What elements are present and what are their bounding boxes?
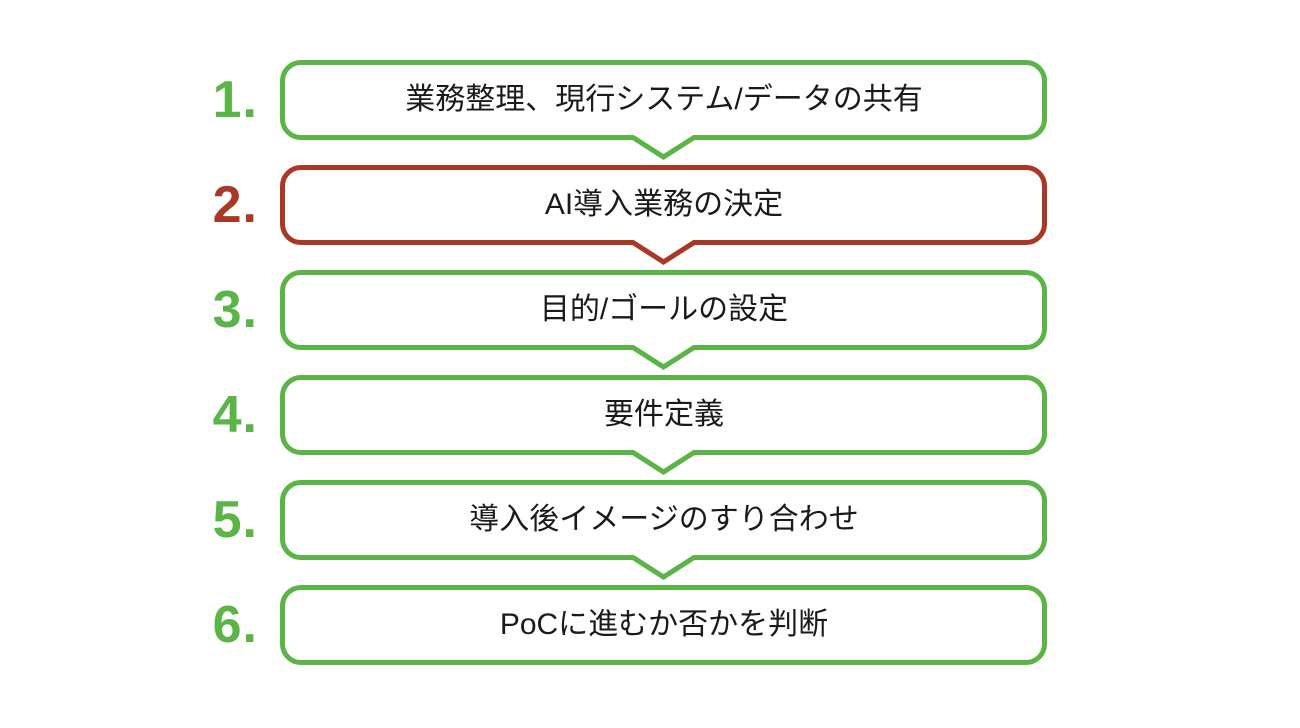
step-row-4: 4. 要件定義 xyxy=(0,375,1300,475)
step-number-1: 1. xyxy=(212,71,258,129)
step-box-with-arrow-icon xyxy=(280,375,1047,475)
step-box-with-arrow-icon xyxy=(280,480,1047,580)
step-number-5: 5. xyxy=(212,491,258,549)
step-row-2: 2. AI導入業務の決定 xyxy=(0,165,1300,265)
step-label-6: PoCに進むか否かを判断 xyxy=(499,608,829,641)
step-box-with-arrow-icon xyxy=(280,60,1047,160)
step-box-icon xyxy=(280,585,1047,665)
step-number-2: 2. xyxy=(212,176,258,234)
step-number-4: 4. xyxy=(212,386,258,444)
step-label-4: 要件定義 xyxy=(604,398,724,431)
step-row-3: 3. 目的/ゴールの設定 xyxy=(0,270,1300,370)
step-label-1: 業務整理、現行システム/データの共有 xyxy=(405,83,923,116)
step-row-1: 1. 業務整理、現行システム/データの共有 xyxy=(0,60,1300,160)
step-row-6: 6. PoCに進むか否かを判断 xyxy=(0,585,1300,685)
step-number-3: 3. xyxy=(212,281,258,339)
step-number-6: 6. xyxy=(212,596,258,654)
step-row-5: 5. 導入後イメージのすり合わせ xyxy=(0,480,1300,580)
step-label-3: 目的/ゴールの設定 xyxy=(539,293,789,326)
step-box-with-arrow-icon xyxy=(280,270,1047,370)
step-label-5: 導入後イメージのすり合わせ xyxy=(469,503,859,536)
step-label-2: AI導入業務の決定 xyxy=(544,188,784,221)
step-box-with-arrow-icon xyxy=(280,165,1047,265)
